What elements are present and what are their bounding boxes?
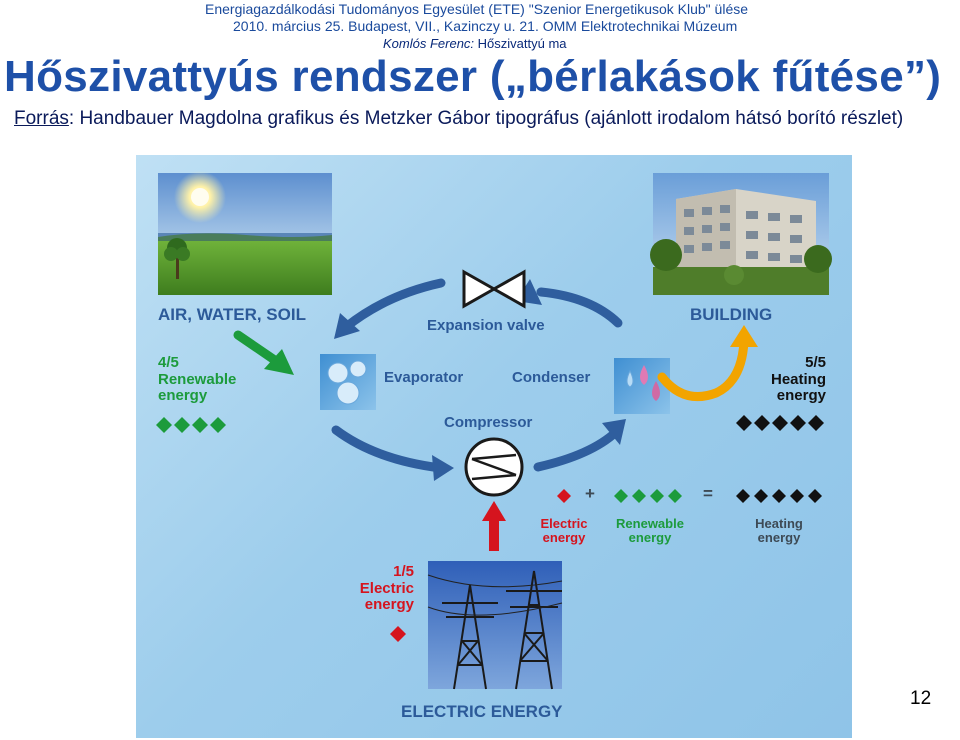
compressor-icon: [464, 437, 524, 497]
cycle-arrowheads: [334, 279, 626, 481]
energy-unit-diamond: [192, 417, 208, 433]
electric-fraction: 1/5: [393, 563, 414, 580]
equation-renewable-units: [614, 489, 682, 503]
source-line: Forrás: Handbauer Magdolna grafikus és M…: [14, 108, 903, 130]
header-date-line: 2010. március 25. Budapest, VII., Kazinc…: [233, 18, 738, 34]
apartment-building-photo: [650, 173, 832, 295]
energy-unit-diamond: [632, 489, 646, 503]
source-heat-label: AIR, WATER, SOIL: [158, 305, 306, 324]
renewable-line1: Renewable: [158, 370, 237, 388]
equation-heating-units: [736, 489, 822, 503]
equation-renewable-line1: Renewable: [616, 516, 684, 531]
energy-unit-diamond: [736, 489, 750, 503]
renewable-energy-units: [156, 417, 226, 433]
condenser-label: Condenser: [512, 369, 591, 386]
source-text: : Handbauer Magdolna grafikus és Metzker…: [68, 108, 904, 129]
energy-unit-diamond: [156, 417, 172, 433]
equation-electric-label: Electric energy: [532, 516, 596, 546]
energy-unit-diamond: [808, 489, 822, 503]
renewable-share: 4/5 Renewable energy: [158, 354, 237, 405]
heat-output-arrow: [657, 325, 758, 402]
header-event-line: Energiagazdálkodási Tudományos Egyesület…: [205, 1, 749, 17]
energy-unit-diamond: [790, 489, 804, 503]
equation-renewable-line2: energy: [628, 530, 672, 546]
refrigerant-cycle-arrows: [331, 278, 623, 473]
heating-line2: energy: [776, 387, 826, 404]
energy-unit-diamond: [754, 415, 770, 431]
cycle-arrow-bottom-right: [533, 427, 621, 472]
energy-unit-diamond: [772, 415, 788, 431]
diagram-graphics: [156, 171, 832, 690]
energy-unit-diamond: [808, 415, 824, 431]
cycle-arrow-bottom-left: [331, 425, 446, 473]
condenser-icon: [614, 358, 670, 414]
energy-unit-diamond: [557, 489, 571, 503]
energy-unit-diamond: [174, 417, 190, 433]
renewable-line2: energy: [158, 387, 208, 404]
expansion-valve-label: Expansion valve: [427, 317, 545, 334]
energy-unit-diamond: [650, 489, 664, 503]
evaporator-label: Evaporator: [384, 369, 464, 386]
equation-renewable-label: Renewable energy: [606, 516, 694, 546]
cycle-arrow-top-left: [341, 278, 446, 332]
equation-heating-label: Heating energy: [746, 516, 812, 546]
page-title: Hőszivattyús rendszer („bérlakások fűtés…: [4, 52, 942, 101]
source-label: Forrás: [14, 108, 69, 129]
electric-line1: Electric: [359, 579, 414, 597]
header-topic: Hőszivattyú ma: [477, 36, 567, 51]
heating-share: 5/5 Heating energy: [746, 354, 826, 405]
energy-unit-diamond: [390, 626, 406, 642]
header-author: Komlós Ferenc:: [383, 36, 475, 51]
sun-landscape-photo: [158, 171, 332, 295]
compressor-label: Compressor: [444, 414, 533, 431]
energy-unit-diamond: [772, 489, 786, 503]
cycle-arrow-top-right: [536, 287, 623, 328]
equation-equals: =: [703, 484, 713, 503]
evaporator-icon: [320, 354, 376, 410]
equation-heating-line1: Heating: [755, 516, 803, 531]
renewable-fraction: 4/5: [158, 354, 179, 371]
energy-unit-diamond: [736, 415, 752, 431]
energy-unit-diamond: [614, 489, 628, 503]
electric-share: 1/5 Electric energy: [332, 563, 414, 614]
page-number: 12: [910, 688, 932, 709]
electric-input-arrow: [482, 501, 506, 551]
equation-plus: +: [585, 484, 595, 503]
heat-pump-diagram: AIR, WATER, SOIL BUILDING Expansion valv…: [136, 155, 852, 738]
equation-heating-line2: energy: [757, 530, 801, 546]
equation-electric-line1: Electric: [540, 516, 588, 531]
electric-energy-units: [390, 626, 406, 642]
energy-unit-diamond: [210, 417, 226, 433]
equation-electric-line2: energy: [542, 530, 586, 546]
heating-line1: Heating: [770, 370, 826, 388]
equation-electric-units: [557, 489, 571, 503]
heating-fraction: 5/5: [805, 354, 826, 371]
renewable-input-arrow: [233, 330, 294, 375]
expansion-valve-icon: [462, 269, 526, 309]
energy-unit-diamond: [754, 489, 768, 503]
power-pylon-photo: [427, 561, 563, 690]
energy-unit-diamond: [790, 415, 806, 431]
electric-energy-label: ELECTRIC ENERGY: [401, 702, 563, 721]
energy-unit-diamond: [668, 489, 682, 503]
building-label: BUILDING: [690, 305, 773, 324]
heating-energy-units: [736, 415, 824, 431]
electric-line2: energy: [364, 596, 414, 613]
header-author-line: Komlós Ferenc: Hőszivattyú ma: [383, 36, 567, 51]
